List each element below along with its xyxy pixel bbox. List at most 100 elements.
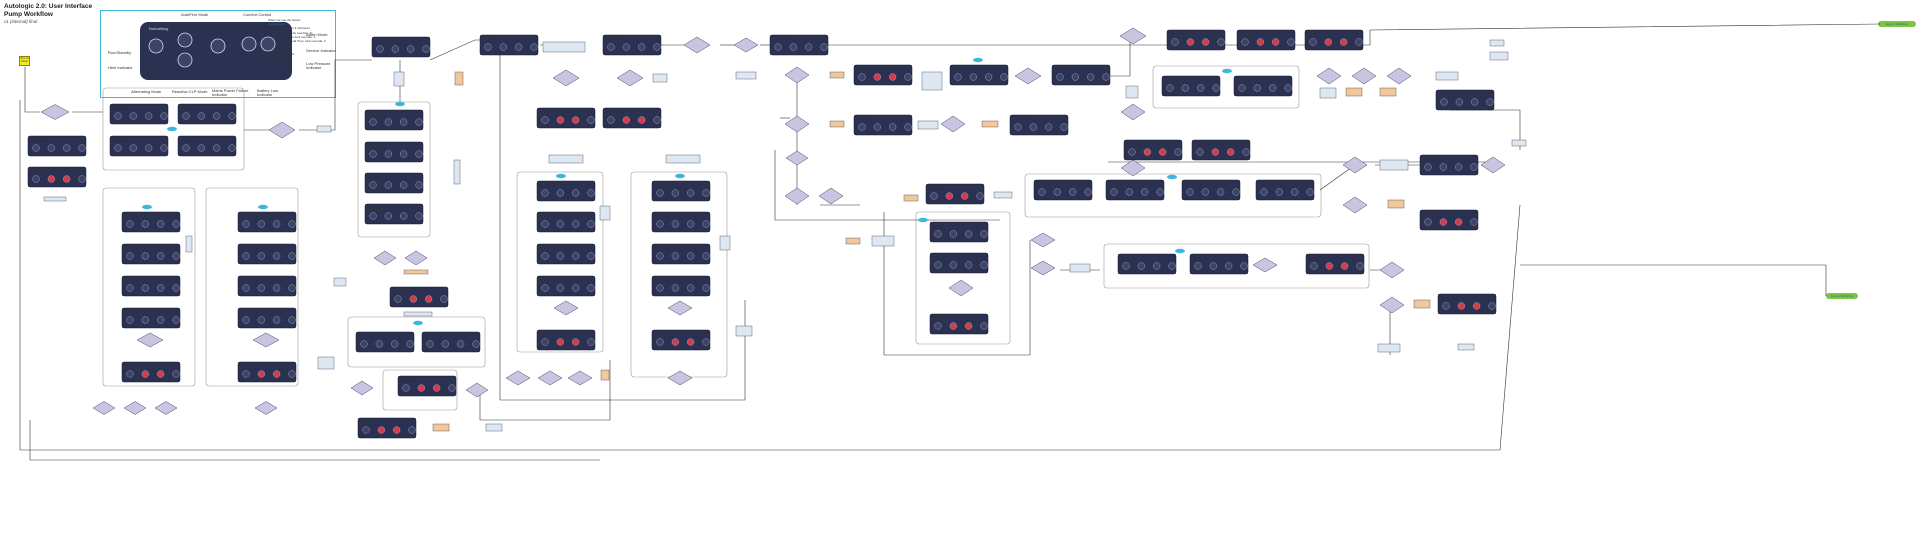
- group-container: [1152, 65, 1300, 109]
- button-icon: [1470, 163, 1478, 171]
- button-icon: [141, 220, 149, 228]
- svg-text:Nomathing: Nomathing: [125, 246, 140, 250]
- flow-connector: [479, 360, 611, 421]
- annotation-box: [185, 235, 193, 253]
- button-icon: [541, 338, 549, 346]
- button-icon: [1238, 84, 1246, 92]
- button-icon: [1470, 218, 1478, 226]
- alarm-indicator-icon: [622, 116, 630, 124]
- screen-state-node: Nomathing: [1437, 293, 1497, 315]
- screen-state-node: Nomathing: [121, 275, 181, 297]
- legend-note: Yellow button: [268, 22, 286, 27]
- screen-state-node: Nomathing: [237, 211, 297, 233]
- button-icon: [965, 230, 973, 238]
- button-icon: [1287, 38, 1295, 46]
- svg-text:Nomathing: Nomathing: [241, 364, 256, 368]
- annotation-box: [542, 41, 586, 53]
- title-line-2: Pump Workflow: [4, 10, 53, 18]
- button-icon: [1181, 84, 1189, 92]
- button-icon: [1196, 148, 1204, 156]
- decision-diamond: [136, 332, 164, 348]
- svg-text:Nomathing: Nomathing: [1109, 182, 1124, 186]
- screen-state-node: Nomathing: [536, 243, 596, 265]
- svg-text:Nomathing: Nomathing: [368, 175, 383, 179]
- button-icon: [980, 322, 988, 330]
- button-icon: [457, 340, 465, 348]
- legend-label-battery: Battery Low Indicator: [257, 88, 279, 98]
- button-icon: [541, 116, 549, 124]
- svg-text:Nomathing: Nomathing: [1127, 142, 1142, 146]
- legend-button-icon: [260, 36, 276, 52]
- button-icon: [820, 43, 828, 51]
- start-node: Turn on Pump: [19, 56, 30, 66]
- annotation-box: [43, 196, 67, 202]
- button-icon: [1455, 163, 1463, 171]
- group-container: [1024, 173, 1322, 218]
- button-icon: [1442, 302, 1450, 310]
- annotation-box: [1069, 263, 1091, 273]
- screen-state-node: Nomathing: [1304, 29, 1364, 51]
- svg-text:Nomathing: Nomathing: [368, 144, 383, 148]
- annotation-box: [432, 423, 450, 432]
- decision-diamond: [254, 401, 278, 415]
- legend-note: Static Protection lock override: 3s: [268, 30, 313, 35]
- svg-text:Nomathing: Nomathing: [655, 246, 670, 250]
- flow-connector: [19, 100, 1521, 451]
- legend-label-low-pressure: Low Pressure Indicator: [306, 61, 331, 71]
- svg-text:Nomathing: Nomathing: [857, 117, 872, 121]
- screen-state-node: Nomathing: [536, 329, 596, 351]
- svg-text:Nomathing: Nomathing: [933, 316, 948, 320]
- group-container: [382, 369, 458, 411]
- svg-text:Nomathing: Nomathing: [241, 278, 256, 282]
- decision-diamond: [567, 370, 593, 386]
- svg-text:Nomathing: Nomathing: [540, 246, 555, 250]
- button-icon: [400, 212, 408, 220]
- button-icon: [805, 43, 813, 51]
- annotation-box: [548, 154, 584, 164]
- button-icon: [213, 144, 221, 152]
- flow-connector: [24, 67, 40, 113]
- button-icon: [530, 43, 538, 51]
- decision-diamond: [1316, 67, 1342, 85]
- button-icon: [1488, 302, 1496, 310]
- screen-state-node: Nomathing: [602, 107, 662, 129]
- alarm-indicator-icon: [572, 338, 580, 346]
- button-icon: [587, 284, 595, 292]
- button-icon: [402, 384, 410, 392]
- annotation-box: [1435, 71, 1459, 81]
- legend-note: Medium Hold Press: [268, 51, 295, 56]
- button-icon: [157, 316, 165, 324]
- screen-state-node: Nomathing: [371, 36, 431, 58]
- flow-connector: [1450, 109, 1521, 150]
- button-icon: [273, 220, 281, 228]
- button-icon: [172, 252, 180, 260]
- button-icon: [257, 316, 265, 324]
- button-icon: [1217, 38, 1225, 46]
- alarm-indicator-icon: [945, 192, 953, 200]
- button-icon: [1201, 188, 1209, 196]
- legend-label-alarm: Alarm Mode: [306, 32, 328, 37]
- button-icon: [858, 123, 866, 131]
- svg-text:Nomathing: Nomathing: [606, 110, 621, 114]
- button-icon: [1053, 188, 1061, 196]
- button-icon: [587, 116, 595, 124]
- button-icon: [934, 230, 942, 238]
- button-icon: [362, 426, 370, 434]
- button-icon: [242, 316, 250, 324]
- screen-state-node: Nomathing: [853, 114, 913, 136]
- alarm-indicator-icon: [1159, 148, 1167, 156]
- title-line-1: Autologic 2.0: User Interface: [4, 3, 93, 10]
- button-icon: [587, 252, 595, 260]
- button-icon: [656, 338, 664, 346]
- button-icon: [1486, 98, 1494, 106]
- svg-text:Nomathing: Nomathing: [1237, 78, 1252, 82]
- button-icon: [415, 150, 423, 158]
- decision-diamond: [1386, 67, 1412, 85]
- button-icon: [157, 252, 165, 260]
- button-icon: [656, 220, 664, 228]
- svg-text:Nomathing: Nomathing: [393, 289, 408, 293]
- button-icon: [145, 112, 153, 120]
- annotation-box: [1345, 87, 1363, 97]
- alarm-indicator-icon: [433, 384, 441, 392]
- alarm-indicator-icon: [273, 370, 281, 378]
